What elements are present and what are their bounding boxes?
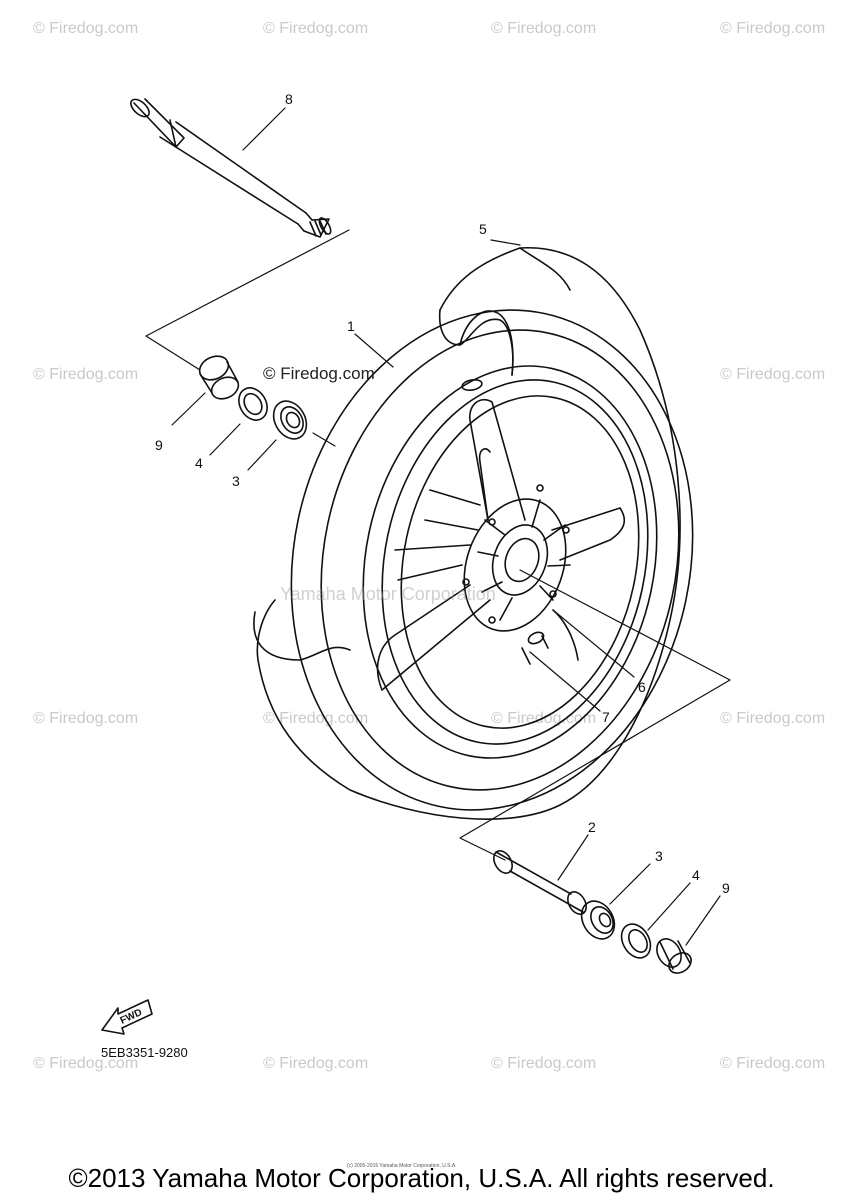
hub (462, 484, 571, 632)
watermark: © Firedog.com (263, 1055, 369, 1072)
watermark: © Firedog.com (720, 366, 826, 383)
center-watermark: Yamaha Motor Corporation (280, 584, 496, 604)
watermark: © Firedog.com (263, 710, 369, 727)
firedog-label: © Firedog.com (263, 364, 375, 383)
valve (521, 631, 549, 665)
callout-9: 9 (155, 437, 163, 453)
left-oil-seal-4 (238, 387, 268, 421)
callout-6: 6 (638, 679, 646, 695)
right-collar-9 (656, 938, 692, 974)
watermark: © Firedog.com (33, 710, 139, 727)
callout-4: 4 (692, 867, 700, 883)
watermark: © Firedog.com (33, 20, 139, 37)
callout-3: 3 (655, 848, 663, 864)
callout-8: 8 (285, 91, 293, 107)
watermark: © Firedog.com (263, 20, 369, 37)
callout-4: 4 (195, 455, 203, 471)
copyright-footer: ©2013 Yamaha Motor Corporation, U.S.A. A… (68, 1163, 775, 1193)
rim (290, 309, 694, 811)
callout-numbers: 8 5 1 9 4 3 6 7 2 3 4 9 (155, 91, 730, 896)
part-code: 5EB3351-9280 (101, 1045, 188, 1060)
fwd-arrow-icon: FWD (101, 999, 153, 1035)
watermark: © Firedog.com (720, 710, 826, 727)
spokes (376, 398, 626, 691)
left-bearing-3 (272, 400, 308, 440)
callout-1: 1 (347, 318, 355, 334)
tire (253, 247, 681, 820)
left-collar-9 (198, 355, 240, 400)
watermark: © Firedog.com (491, 20, 597, 37)
right-spacer-2 (493, 850, 587, 915)
callout-5: 5 (479, 221, 487, 237)
watermark: © Firedog.com (33, 366, 139, 383)
watermark: © Firedog.com (720, 20, 826, 37)
callout-7: 7 (602, 709, 610, 725)
callout-3: 3 (232, 473, 240, 489)
watermark: © Firedog.com (33, 1055, 139, 1072)
callout-9: 9 (722, 880, 730, 896)
right-oil-seal-4 (620, 923, 652, 959)
watermark: © Firedog.com (491, 1055, 597, 1072)
tiny-copyright: (c) 2005-2015 Yamaha Motor Corporation, … (347, 1163, 457, 1169)
watermark: © Firedog.com (720, 1055, 826, 1072)
right-bearing-3 (580, 900, 616, 940)
leader-lines (145, 107, 731, 946)
callout-2: 2 (588, 819, 596, 835)
front-axle (130, 98, 332, 238)
